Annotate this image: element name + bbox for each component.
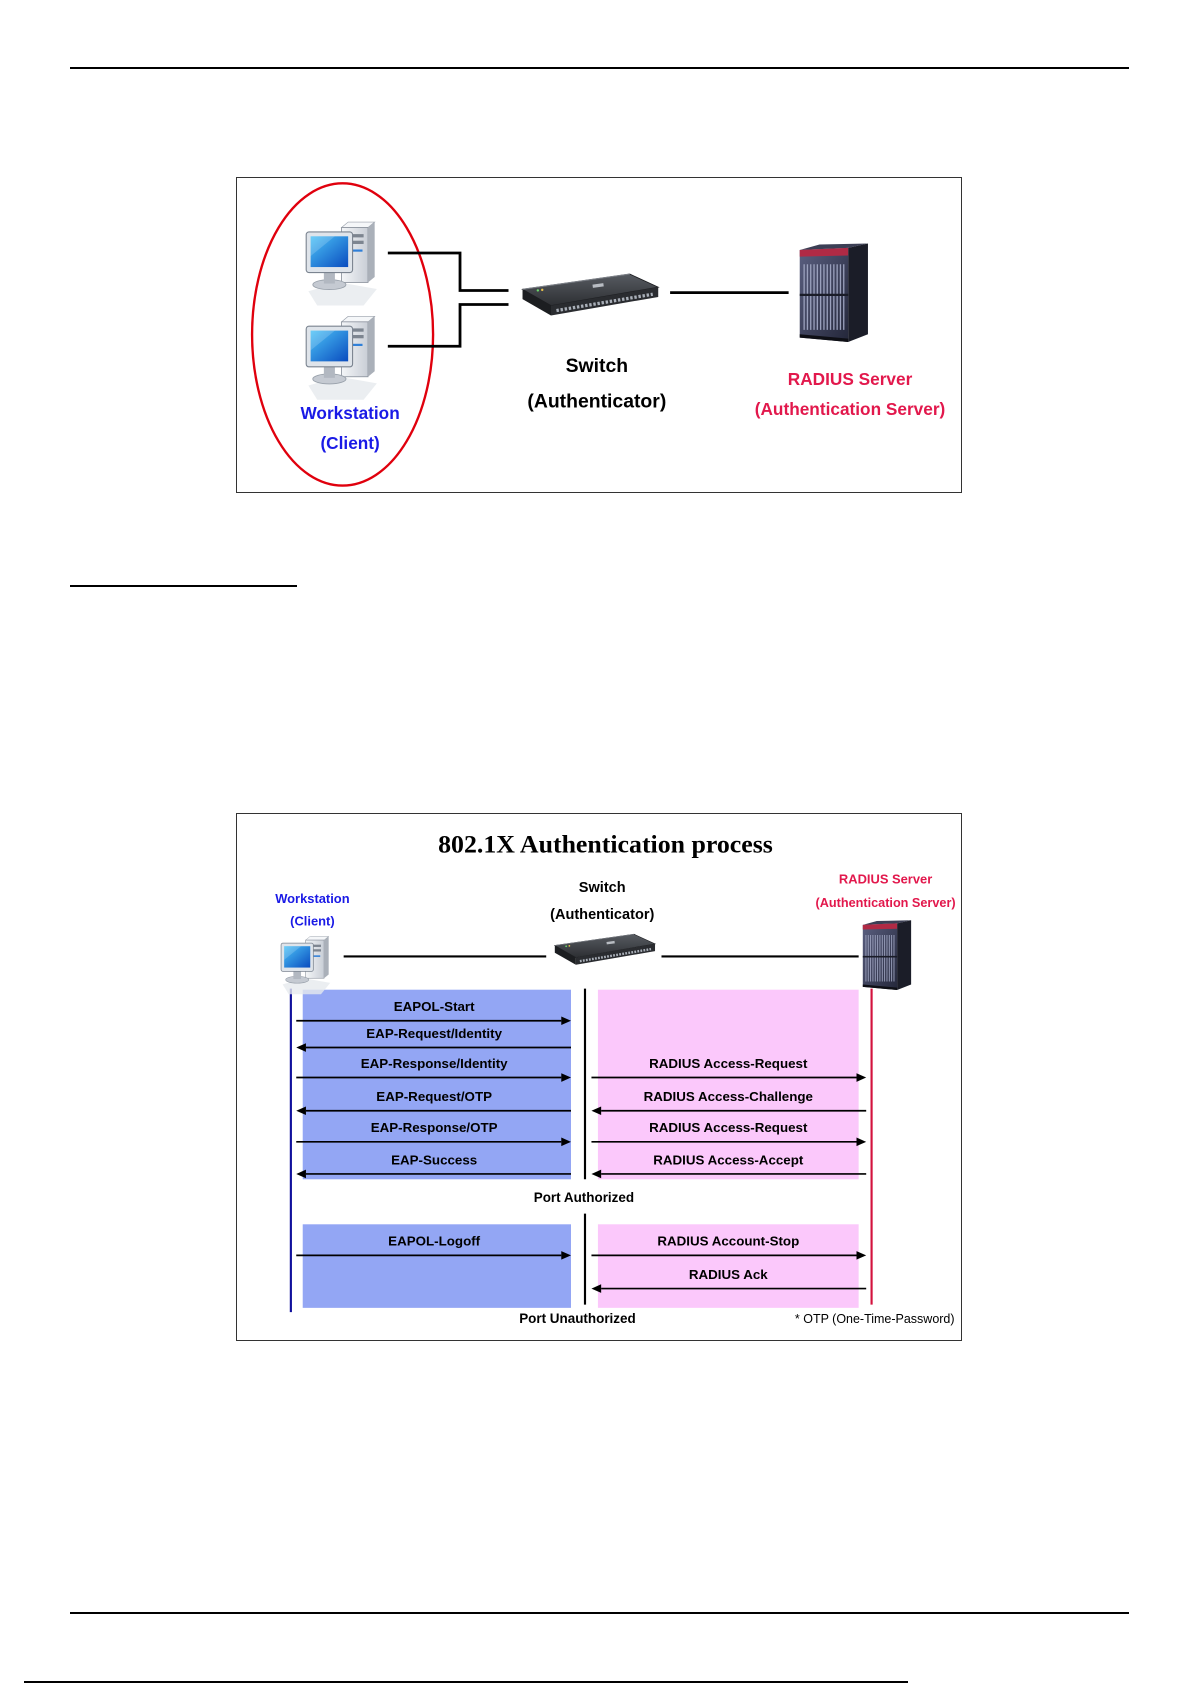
message-arrowhead (561, 1137, 571, 1147)
client-message: EAP-Success (296, 1152, 571, 1179)
message-layer: EAPOL-StartEAP-Request/IdentityEAP-Respo… (296, 999, 867, 1293)
server-message: RADIUS Access-Request (591, 1056, 867, 1082)
client-message: EAP-Response/Identity (296, 1056, 571, 1082)
message-arrowhead (856, 1251, 867, 1260)
server-lane-authorize (597, 989, 859, 1180)
message-label: RADIUS Access-Request (649, 1056, 808, 1071)
client-lane-authorize (302, 989, 571, 1180)
footer-rule (70, 1612, 1129, 1614)
client-message: EAP-Request/OTP (296, 1089, 571, 1116)
section-heading-underline (70, 585, 297, 587)
client-label: Workstation (300, 403, 399, 423)
switch-icon (553, 933, 657, 967)
message-arrowhead (856, 1137, 867, 1147)
message-arrowhead (856, 1073, 867, 1082)
workstation-icon (280, 935, 331, 995)
server-message: RADIUS Access-Challenge (591, 1089, 867, 1116)
message-label: RADIUS Access-Accept (653, 1152, 804, 1167)
otp-footnote: * OTP (One-Time-Password) (795, 1312, 955, 1326)
server-sublabel: (Authentication Server) (816, 895, 956, 910)
server-icon (861, 919, 912, 991)
message-label: EAPOL-Start (394, 999, 475, 1014)
header-rule (70, 67, 1129, 69)
authentication-process-figure: 802.1X Authentication process Workstatio… (236, 813, 962, 1341)
workstation-icon (305, 221, 378, 307)
server-message: RADIUS Access-Request (591, 1120, 867, 1147)
message-label: EAP-Success (391, 1152, 477, 1167)
server-label: RADIUS Server (788, 369, 913, 389)
switch-sublabel: (Authenticator) (550, 907, 654, 923)
switch-sublabel: (Authenticator) (527, 390, 666, 412)
port-unauthorized-label: Port Unauthorized (519, 1311, 636, 1326)
client-label: Workstation (275, 891, 350, 906)
server-icon (798, 242, 870, 344)
page-edge-line (24, 1681, 908, 1683)
message-arrowhead (296, 1169, 306, 1179)
message-arrowhead (591, 1284, 602, 1293)
switch-label: Switch (579, 880, 626, 896)
server-message: RADIUS Ack (591, 1267, 867, 1293)
diagram-title: 802.1X Authentication process (438, 830, 773, 859)
server-label: RADIUS Server (839, 872, 932, 887)
client-message: EAP-Request/Identity (296, 1026, 571, 1052)
client-link-line (387, 303, 509, 348)
message-label: EAP-Response/OTP (371, 1120, 498, 1135)
switch-icon (520, 272, 660, 318)
message-label: EAP-Response/Identity (361, 1056, 508, 1071)
client-message: EAPOL-Logoff (296, 1234, 571, 1260)
client-lane-logoff (302, 1224, 571, 1308)
workstation-icon (305, 315, 378, 401)
message-label: EAPOL-Logoff (388, 1234, 481, 1249)
message-arrowhead (561, 1016, 571, 1026)
network-topology-diagram: Workstation (Client) Switch (Authenticat… (250, 182, 946, 487)
client-message: EAP-Response/OTP (296, 1120, 571, 1147)
client-sublabel: (Client) (320, 433, 379, 453)
switch-label: Switch (566, 355, 628, 377)
message-label: RADIUS Ack (689, 1267, 768, 1282)
server-message: RADIUS Access-Accept (591, 1152, 867, 1179)
message-arrowhead (591, 1169, 602, 1179)
client-highlight-ellipse (250, 182, 435, 487)
message-arrowhead (591, 1106, 602, 1116)
server-sublabel: (Authentication Server) (755, 399, 946, 419)
message-arrowhead (561, 1073, 571, 1082)
message-label: RADIUS Account-Stop (657, 1234, 799, 1249)
message-label: RADIUS Access-Request (649, 1120, 808, 1135)
client-link-line (387, 251, 509, 292)
server-lane-logoff (597, 1224, 859, 1308)
message-label: EAP-Request/Identity (366, 1026, 502, 1041)
client-sublabel: (Client) (290, 913, 334, 928)
message-arrowhead (296, 1106, 306, 1116)
message-arrowhead (561, 1251, 571, 1260)
server-message: RADIUS Account-Stop (591, 1234, 867, 1260)
client-message: EAPOL-Start (296, 999, 571, 1026)
message-label: RADIUS Access-Challenge (644, 1089, 813, 1104)
network-topology-figure: Workstation (Client) Switch (Authenticat… (236, 177, 962, 493)
message-label: EAP-Request/OTP (376, 1089, 492, 1104)
authentication-sequence-diagram: 802.1X Authentication process Workstatio… (275, 830, 956, 1326)
message-arrowhead (296, 1043, 306, 1052)
port-authorized-label: Port Authorized (534, 1190, 634, 1205)
